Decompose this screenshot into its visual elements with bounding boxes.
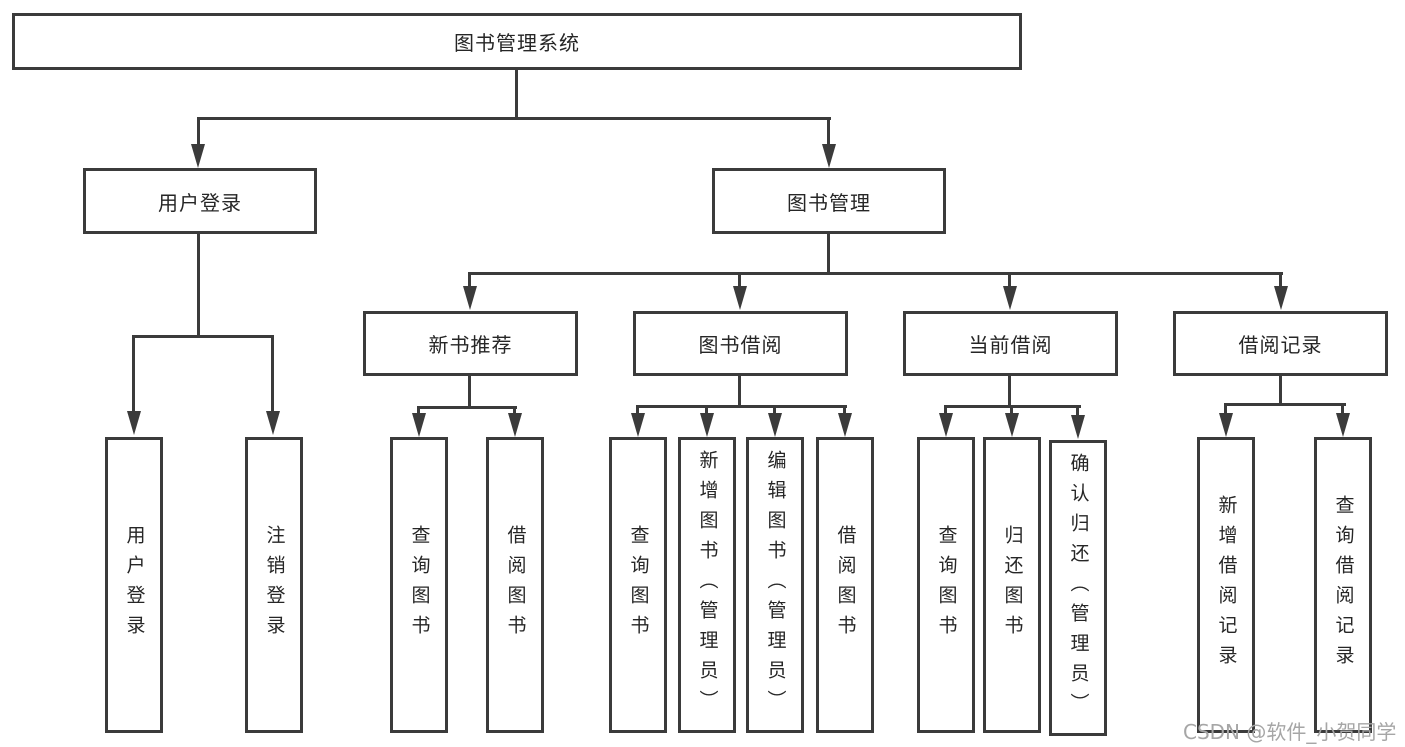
connector-borrow-drop <box>636 405 639 418</box>
connector-records-stem <box>1279 375 1282 406</box>
arrow-down-icon <box>1071 415 1085 439</box>
node-root: 图书管理系统 <box>12 13 1022 70</box>
connector-bookmgmt-drop <box>1008 272 1011 292</box>
leaf-return-books: 归还图书 <box>983 437 1041 733</box>
leaf-borrow-borrow-books: 借阅图书 <box>816 437 874 733</box>
connector-root-rail <box>197 117 831 120</box>
leaf-add-borrow-record-label: 新增借阅记录 <box>1215 495 1238 675</box>
arrow-down-icon <box>768 413 782 437</box>
connector-bookmgmt-drop <box>1279 272 1282 292</box>
arrow-down-icon <box>127 411 141 435</box>
leaf-borrow-query-books-label: 查询图书 <box>627 525 650 645</box>
leaf-edit-books-admin: 编辑图书（管理员） <box>746 437 804 733</box>
connector-borrow-stem <box>738 375 741 408</box>
leaf-query-borrow-record-label: 查询借阅记录 <box>1332 495 1355 675</box>
arrow-down-icon <box>1219 413 1233 437</box>
arrow-down-icon <box>700 413 714 437</box>
connector-current-drop <box>1076 405 1079 418</box>
arrow-down-icon <box>412 413 426 437</box>
arrow-down-icon <box>1003 286 1017 310</box>
connector-borrow-rail <box>636 405 847 408</box>
arrow-down-icon <box>1336 413 1350 437</box>
leaf-newbook-borrow-books-label: 借阅图书 <box>504 525 527 645</box>
node-current-borrow-label: 当前借阅 <box>968 333 1053 357</box>
connector-newbook-drop <box>417 406 420 418</box>
node-borrow-records-label: 借阅记录 <box>1238 333 1323 357</box>
connector-newbook-stem <box>468 375 471 409</box>
node-root-label: 图书管理系统 <box>454 31 580 55</box>
connector-current-drop <box>944 405 947 418</box>
leaf-query-borrow-record: 查询借阅记录 <box>1314 437 1372 733</box>
leaf-newbook-query-books-label: 查询图书 <box>408 525 431 645</box>
node-new-book-recommend: 新书推荐 <box>363 311 578 376</box>
connector-bookmgmt-drop <box>738 272 741 292</box>
csdn-watermark: CSDN @软件_小贺同学 <box>1183 720 1397 744</box>
connector-current-stem <box>1008 375 1011 408</box>
arrow-down-icon <box>822 144 836 168</box>
connector-newbook-rail <box>417 406 517 409</box>
leaf-confirm-return-admin: 确认归还（管理员） <box>1049 440 1107 736</box>
leaf-user-login: 用户登录 <box>105 437 163 733</box>
leaf-add-borrow-record: 新增借阅记录 <box>1197 437 1255 733</box>
connector-userlogin-stem <box>197 232 200 338</box>
connector-records-drop <box>1224 403 1227 418</box>
connector-userlogin-drop <box>132 335 135 413</box>
node-user-login: 用户登录 <box>83 168 317 234</box>
arrow-down-icon <box>266 411 280 435</box>
arrow-down-icon <box>733 286 747 310</box>
node-borrow-records: 借阅记录 <box>1173 311 1388 376</box>
leaf-current-query-books: 查询图书 <box>917 437 975 733</box>
leaf-add-books-admin: 新增图书（管理员） <box>678 437 736 733</box>
leaf-user-login-label: 用户登录 <box>123 525 146 645</box>
connector-root-left-drop <box>197 117 200 151</box>
connector-bookmgmt-rail <box>468 272 1283 275</box>
arrow-down-icon <box>508 413 522 437</box>
leaf-newbook-query-books: 查询图书 <box>390 437 448 733</box>
leaf-confirm-return-admin-label: 确认归还（管理员） <box>1067 453 1090 723</box>
connector-bookmgmt-stem <box>827 232 830 275</box>
arrow-down-icon <box>939 413 953 437</box>
connector-bookmgmt-drop <box>468 272 471 292</box>
node-book-borrow: 图书借阅 <box>633 311 848 376</box>
connector-records-drop <box>1341 403 1344 418</box>
connector-borrow-drop <box>773 405 776 418</box>
arrow-down-icon <box>838 413 852 437</box>
node-user-login-label: 用户登录 <box>158 190 242 215</box>
node-new-book-recommend-label: 新书推荐 <box>428 333 513 357</box>
leaf-newbook-borrow-books: 借阅图书 <box>486 437 544 733</box>
leaf-borrow-query-books: 查询图书 <box>609 437 667 733</box>
connector-current-drop <box>1010 405 1013 418</box>
leaf-logout: 注销登录 <box>245 437 303 733</box>
connector-borrow-drop <box>843 405 846 418</box>
arrow-down-icon <box>1005 413 1019 437</box>
leaf-return-books-label: 归还图书 <box>1001 525 1024 645</box>
leaf-logout-label: 注销登录 <box>263 525 286 645</box>
arrow-down-icon <box>631 413 645 437</box>
connector-userlogin-drop <box>271 335 274 413</box>
connector-root-right-drop <box>827 117 830 151</box>
leaf-borrow-borrow-books-label: 借阅图书 <box>834 525 857 645</box>
leaf-current-query-books-label: 查询图书 <box>935 525 958 645</box>
leaf-add-books-admin-label: 新增图书（管理员） <box>696 450 719 720</box>
node-current-borrow: 当前借阅 <box>903 311 1118 376</box>
node-book-management: 图书管理 <box>712 168 946 234</box>
node-book-management-label: 图书管理 <box>787 190 871 215</box>
arrow-down-icon <box>463 286 477 310</box>
node-book-borrow-label: 图书借阅 <box>698 333 783 357</box>
connector-borrow-drop <box>705 405 708 418</box>
connector-root-stem <box>515 69 518 119</box>
connector-userlogin-rail <box>132 335 274 338</box>
connector-records-rail <box>1224 403 1346 406</box>
leaf-edit-books-admin-label: 编辑图书（管理员） <box>764 450 787 720</box>
connector-newbook-drop <box>513 406 516 418</box>
arrow-down-icon <box>191 144 205 168</box>
arrow-down-icon <box>1274 286 1288 310</box>
